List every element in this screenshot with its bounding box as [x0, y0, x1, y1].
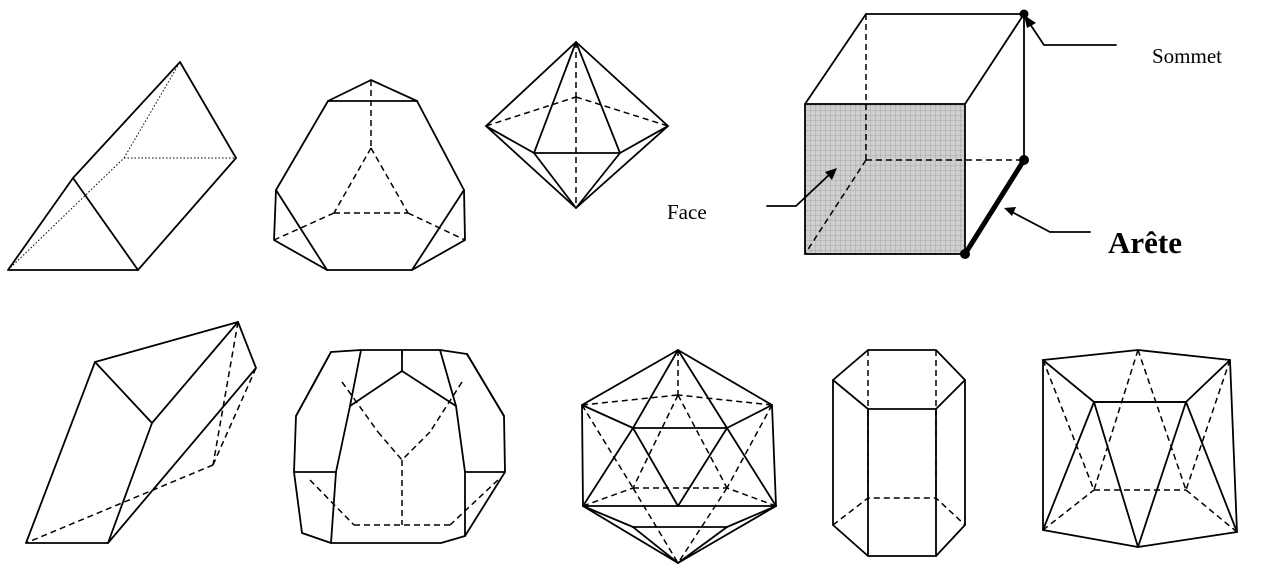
- truncated-tetrahedron: [273, 79, 466, 271]
- triangular-prism: [7, 61, 237, 271]
- icosahedron: [581, 349, 777, 564]
- octahedron: [485, 41, 669, 209]
- face-arrow-head: [825, 168, 837, 180]
- vertex-dot-top: [1019, 9, 1029, 19]
- labeled-cube: Sommet Face Arête: [667, 9, 1222, 260]
- vertex-arrow-head: [1024, 15, 1036, 28]
- hexagonal-prism: [832, 349, 966, 557]
- edge-arrow-head: [1004, 207, 1016, 216]
- face-highlight: [804, 103, 966, 255]
- highlighted-edge: [962, 157, 1027, 257]
- vertex-dot-mid: [1019, 155, 1029, 165]
- irregular-polyhedron: [25, 321, 257, 544]
- vertex-label: Sommet: [1152, 44, 1222, 68]
- vertex-dot-bottom: [960, 249, 970, 259]
- dodecahedron: [293, 349, 506, 544]
- hexagonal-antiprism: [1042, 349, 1238, 548]
- face-label: Face: [667, 200, 707, 224]
- edge-label: Arête: [1108, 225, 1182, 260]
